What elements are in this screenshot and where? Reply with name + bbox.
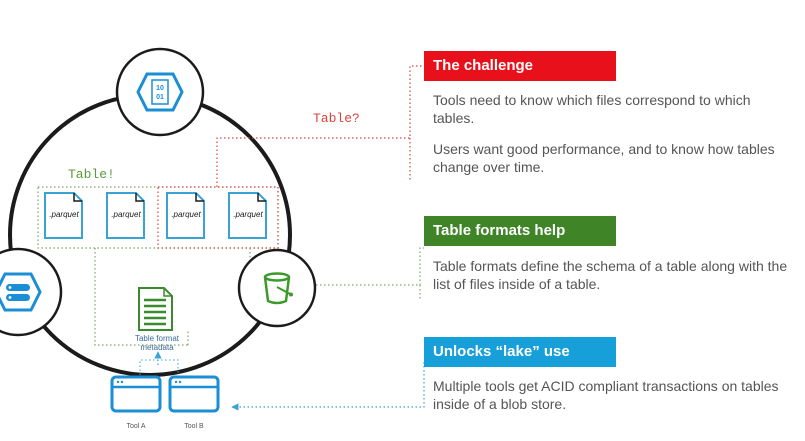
database-server-icon [0,272,42,312]
parquet-file-1-label: .parquet [49,210,79,219]
table-formats-paragraph-1: Table formats define the schema of a tab… [433,258,788,292]
table-formats-connector [300,247,424,286]
table-question-box [157,186,279,249]
lake-use-paragraph-1: Multiple tools get ACID compliant transa… [433,378,779,412]
lake-use-header: Unlocks “lake” use [424,337,616,367]
parquet-file-2-label: .parquet [111,210,141,219]
parquet-file-4-label: .parquet [233,210,263,219]
data-icon-digits-top: 10 [156,85,164,92]
challenge-paragraph-2: Users want good performance, and to know… [433,141,775,175]
lake-use-body: Multiple tools get ACID compliant transa… [433,377,793,426]
tool-a-label: Tool A [126,423,145,430]
metadata-label-line2: metadata [140,343,174,352]
top-storage-node: 10 01 [115,47,205,137]
parquet-file-3: .parquet [166,192,205,239]
table-question-label: Table? [313,111,360,126]
browser-window-icon [110,375,162,413]
tool-b-label: Tool B [184,423,204,430]
challenge-header: The challenge [424,51,616,81]
tools-to-metadata-connector [139,359,179,375]
lake-use-connector [231,362,425,411]
challenge-paragraph-1: Tools need to know which files correspon… [433,92,751,126]
parquet-file-3-label: .parquet [171,210,201,219]
parquet-file-4: .parquet [228,192,267,239]
metadata-document: Table format metadata [135,287,180,352]
document-icon [138,287,173,331]
left-database-node [0,247,63,337]
data-lake-storage-icon: 10 01 [136,72,184,112]
table-confirmed-label: Table! [68,167,115,182]
challenge-body: Tools need to know which files correspon… [433,91,793,189]
challenge-connector [216,65,424,187]
right-bucket-node [237,248,317,328]
metadata-label-line1: Table format [135,334,180,343]
table-formats-header: Table formats help [424,216,616,246]
browser-window-icon [168,375,220,413]
tool-a: Tool A [110,375,162,430]
tool-b: Tool B [168,375,220,430]
table-formats-body: Table formats define the schema of a tab… [433,257,793,306]
data-icon-digits-bottom: 01 [156,94,164,101]
storage-bucket-icon [263,272,293,305]
parquet-file-1: .parquet [44,192,83,239]
parquet-file-2: .parquet [106,192,145,239]
